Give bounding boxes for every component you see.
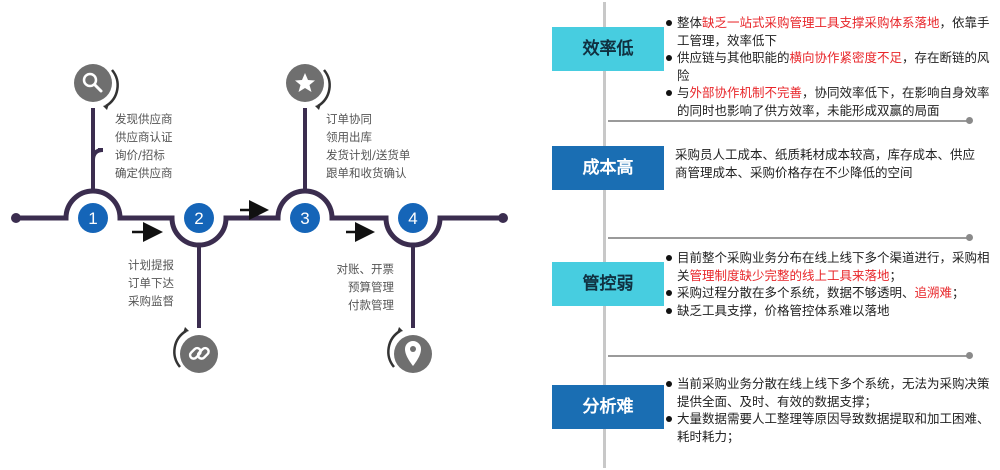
desc-bullet: 采购过程分散在多个系统，数据不够透明、追溯难； bbox=[664, 284, 990, 302]
stage-item: 发现供应商 bbox=[115, 112, 173, 126]
procurement-process-diagram: 1 2 3 4 bbox=[11, 64, 508, 373]
highlight-text: 管理制度缺少完整的线上工具来落地 bbox=[689, 267, 890, 283]
tag-efficiency: 效率低 bbox=[552, 27, 664, 71]
stage-item: 付款管理 bbox=[348, 298, 394, 312]
text-run: ； bbox=[889, 267, 903, 283]
stage-1-icon-badge bbox=[74, 64, 119, 110]
separator-2 bbox=[608, 237, 970, 239]
stage-3-icon-badge bbox=[286, 64, 331, 110]
stage-item: 计划提报 bbox=[128, 258, 174, 272]
text-run: 目前整个采购业务分布在线上线下多个渠道进行，采购相关 bbox=[677, 250, 990, 283]
stage-3-number: 3 bbox=[300, 209, 309, 228]
text-run: 与 bbox=[677, 85, 690, 100]
text-run: 供应链与其他职能的 bbox=[677, 50, 790, 65]
text-run: 当前采购业务分散在线上线下多个系统，无法为采购决策提供全面、及时、有效的数据支撑… bbox=[677, 376, 990, 409]
desc-cost: 采购员人工成本、纸质耗材成本较高，库存成本、供应商管理成本、采购价格存在不少降低… bbox=[675, 147, 976, 180]
desc-bullet: 整体缺乏一站式采购管理工具支撑采购体系落地，依靠手工管理，效率低下 bbox=[664, 14, 990, 49]
stage-4-icon-badge bbox=[387, 327, 432, 373]
desc-bullet: 大量数据需要人工整理等原因导致数据提取和加工困难、耗时耗力； bbox=[664, 410, 990, 445]
stage-1-text: 发现供应商 供应商认证 询价/招标 确定供应商 bbox=[115, 110, 173, 182]
text-run: ，依靠手工管理，效率低下 bbox=[677, 15, 990, 48]
tag-cost: 成本高 bbox=[552, 146, 664, 190]
stage-4-text: 对账、开票 预算管理 付款管理 bbox=[336, 260, 395, 314]
text-run: 整体 bbox=[677, 15, 703, 30]
tag-analysis: 分析难 bbox=[552, 385, 664, 429]
timeline-line bbox=[603, 2, 606, 468]
stage-item: 订单下达 bbox=[128, 276, 174, 290]
highlight-text: 外部协作机制不完善 bbox=[689, 85, 803, 100]
stage-item: 跟单和收货确认 bbox=[326, 166, 407, 180]
text-run: 缺乏工具支撑，价格管控体系难以落地 bbox=[677, 302, 890, 318]
track-end-dot bbox=[498, 213, 508, 223]
highlight-text: 追溯难 bbox=[914, 285, 953, 300]
desc-analysis: 当前采购业务分散在线上线下多个系统，无法为采购决策提供全面、及时、有效的数据支撑… bbox=[664, 375, 990, 445]
stage-item: 对账、开票 bbox=[336, 262, 395, 276]
track-start-dot bbox=[11, 213, 21, 223]
stage-item: 发货计划/送货单 bbox=[326, 148, 411, 162]
desc-control: 目前整个采购业务分布在线上线下多个渠道进行，采购相关管理制度缺少完整的线上工具来… bbox=[664, 249, 990, 319]
stage-item: 询价/招标 bbox=[115, 148, 165, 162]
stage-item: 供应商认证 bbox=[115, 130, 173, 144]
text-run: ，存在断链的风险 bbox=[677, 50, 990, 83]
stage-item: 领用出库 bbox=[326, 130, 372, 144]
stage-3-text: 订单协同 领用出库 发货计划/送货单 跟单和收货确认 bbox=[326, 110, 410, 182]
text-run: ，协同效率低下，在影响自身效率的同时也影响了供方效率，未能形成双赢的局面 bbox=[677, 85, 990, 118]
stage-item: 采购监督 bbox=[128, 294, 174, 308]
text-run: 采购过程分散在多个系统，数据不够透明、 bbox=[677, 285, 915, 300]
separator-3-dot bbox=[966, 352, 973, 359]
stage-1-number: 1 bbox=[88, 209, 97, 228]
stage-item: 订单协同 bbox=[326, 112, 372, 126]
separator-1 bbox=[608, 120, 970, 122]
separator-2-dot bbox=[966, 234, 973, 241]
desc-bullet: 目前整个采购业务分布在线上线下多个渠道进行，采购相关管理制度缺少完整的线上工具来… bbox=[664, 249, 990, 284]
highlight-text: 横向协作紧密度不足 bbox=[789, 50, 903, 65]
tag-control: 管控弱 bbox=[552, 262, 664, 306]
stage-1-node: 1 bbox=[78, 203, 108, 233]
desc-bullet: 当前采购业务分散在线上线下多个系统，无法为采购决策提供全面、及时、有效的数据支撑… bbox=[664, 375, 990, 410]
desc-bullet: 与外部协作机制不完善，协同效率低下，在影响自身效率的同时也影响了供方效率，未能形… bbox=[664, 84, 990, 119]
stage-3-node: 3 bbox=[290, 203, 320, 233]
stage-item: 预算管理 bbox=[348, 280, 394, 294]
stage-2-icon-badge bbox=[173, 327, 218, 373]
highlight-text: 缺乏一站式采购管理工具支撑采购体系落地 bbox=[702, 15, 940, 30]
stage-2-text: 计划提报 订单下达 采购监督 bbox=[128, 256, 174, 310]
stage-4-number: 4 bbox=[408, 209, 417, 228]
stage-item: 确定供应商 bbox=[115, 166, 173, 180]
text-run: ； bbox=[952, 285, 965, 300]
desc-bullet: 缺乏工具支撑，价格管控体系难以落地 bbox=[664, 302, 990, 320]
desc-bullet: 供应链与其他职能的横向协作紧密度不足，存在断链的风险 bbox=[664, 49, 990, 84]
separator-3 bbox=[608, 355, 970, 357]
separator-1-dot bbox=[966, 117, 973, 124]
desc-efficiency: 整体缺乏一站式采购管理工具支撑采购体系落地，依靠手工管理，效率低下 供应链与其他… bbox=[664, 14, 990, 119]
stage-4-node: 4 bbox=[398, 203, 428, 233]
text-run: 大量数据需要人工整理等原因导致数据提取和加工困难、耗时耗力； bbox=[677, 411, 990, 444]
stage-2-node: 2 bbox=[184, 203, 214, 233]
stage-2-number: 2 bbox=[194, 209, 203, 228]
